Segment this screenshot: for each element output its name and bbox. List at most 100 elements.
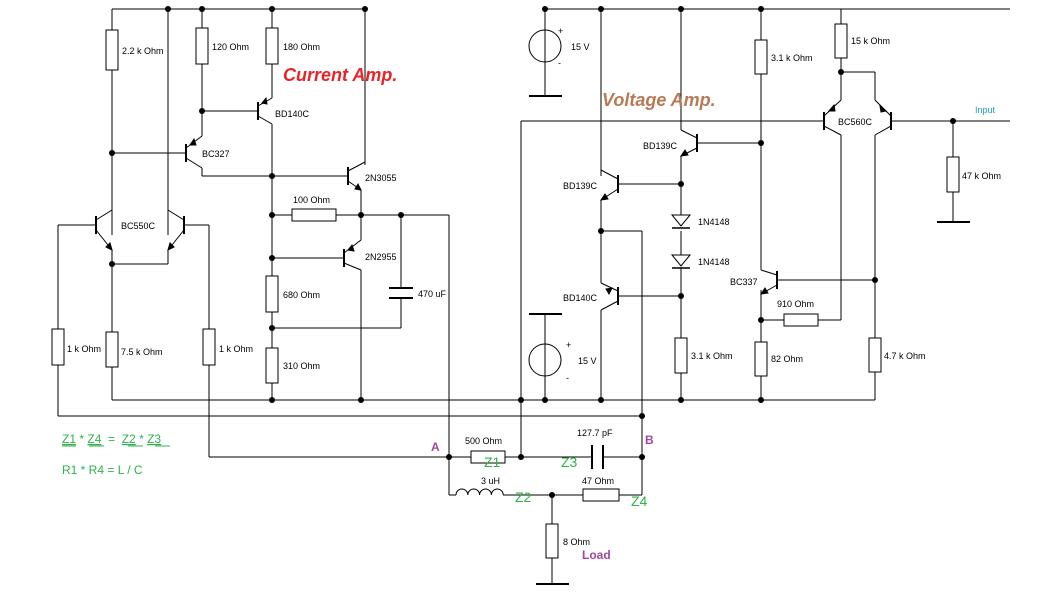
- resistor-680: [265, 275, 279, 313]
- ground-symbols: [529, 95, 970, 585]
- resistor-180: [265, 27, 279, 65]
- equation-rl: R1 * R4 = L / C: [62, 463, 143, 477]
- label-q-bc550c: BC550C: [121, 221, 156, 231]
- label-q-bd140c-lower: BD140C: [563, 293, 598, 303]
- voltage-source-bottom: [528, 343, 562, 377]
- resistor-2k2: [105, 29, 119, 71]
- resistor-100: [291, 208, 337, 222]
- label-src-15v-top: 15 V: [571, 42, 590, 52]
- label-r-15k: 15 k Ohm: [851, 36, 890, 46]
- transistors: [95, 96, 892, 311]
- junction-dots: [109, 6, 956, 498]
- heading-voltage-amp: Voltage Amp.: [602, 90, 716, 110]
- eq-z3: Z3: [147, 432, 161, 446]
- label-r-8: 8 Ohm: [563, 537, 590, 547]
- resistor-910: [783, 313, 819, 327]
- node-b-label: B: [645, 433, 654, 447]
- node-a-label: A: [431, 440, 440, 454]
- z2-label: Z2: [515, 489, 532, 505]
- resistor-8: [545, 523, 559, 559]
- resistor-3k1-mid: [674, 337, 688, 374]
- label-r-3k1-top: 3.1 k Ohm: [771, 53, 813, 63]
- label-r-1k-left: 1 k Ohm: [67, 344, 101, 354]
- load-label: Load: [582, 548, 611, 562]
- label-q-bc327: BC327: [202, 149, 230, 159]
- resistor-120: [195, 27, 209, 65]
- resistor-15k: [834, 23, 848, 59]
- label-q-bd140c-top: BD140C: [275, 109, 310, 119]
- transistor-bd139c-lower: [599, 169, 619, 201]
- equations: Z1 * Z4 = Z2 * Z3 R1 * R4 = L / C: [62, 432, 161, 477]
- eq-equals: =: [101, 432, 121, 446]
- wires: [57, 8, 1010, 584]
- component-labels: 2.2 k Ohm 120 Ohm 180 Ohm BD140C BC327 2…: [67, 26, 1001, 547]
- resistor-3k1-top: [754, 39, 768, 75]
- inductor-3uh: [455, 488, 504, 496]
- voltage-source-top: [528, 29, 562, 63]
- label-d-1n4148-a: 1N4148: [698, 217, 730, 227]
- label-src-bottom-minus: -: [566, 373, 569, 383]
- label-r-82: 82 Ohm: [771, 354, 803, 364]
- resistor-500: [470, 450, 506, 464]
- resistor-1k-right: [202, 328, 216, 366]
- transistor-2n2955: [343, 239, 362, 271]
- diode-1n4148-b: [670, 254, 692, 269]
- eq-mul-2: *: [136, 432, 147, 446]
- label-r-180: 180 Ohm: [283, 42, 320, 52]
- resistor-47k: [946, 156, 960, 193]
- resistor-82: [754, 341, 768, 377]
- label-r-120: 120 Ohm: [212, 42, 249, 52]
- label-r-310: 310 Ohm: [283, 361, 320, 371]
- capacitor-127p: [591, 445, 604, 469]
- transistor-bd140c-top: [257, 96, 273, 125]
- label-q-bd139c-upper: BD139C: [643, 141, 678, 151]
- label-r-1k-right: 1 k Ohm: [219, 344, 253, 354]
- resistor-1k-left: [51, 328, 65, 366]
- label-r-4k7: 4.7 k Ohm: [884, 351, 926, 361]
- label-q-bd139c-lower: BD139C: [563, 181, 598, 191]
- label-r-500: 500 Ohm: [465, 436, 502, 446]
- resistors: [51, 23, 960, 559]
- label-c-470u: 470 uF: [418, 289, 447, 299]
- transistor-bc550c-right: [167, 209, 185, 251]
- equation-impedance: Z1 * Z4 = Z2 * Z3: [62, 432, 161, 446]
- z4-label: Z4: [631, 493, 648, 509]
- resistor-4k7: [868, 337, 882, 373]
- colored-labels: Current Amp. Voltage Amp. A B Load Z1 Z2…: [283, 65, 716, 562]
- eq-z1: Z1: [62, 432, 76, 446]
- label-src-15v-bottom: 15 V: [578, 356, 597, 366]
- label-q-bc560c: BC560C: [838, 117, 873, 127]
- eq-mul-1: *: [76, 432, 87, 446]
- transistor-bd139c-upper: [679, 129, 698, 157]
- transistor-bc560c-left: [823, 99, 842, 136]
- label-q-2n3055: 2N3055: [365, 173, 397, 183]
- label-l-3u: 3 uH: [481, 476, 500, 486]
- transistor-bd140c-lower: [600, 282, 619, 311]
- transistor-bc560c-right: [874, 99, 892, 136]
- label-c-127p: 127.7 pF: [577, 428, 613, 438]
- label-r-47k: 47 k Ohm: [962, 171, 1001, 181]
- label-r-2k2: 2.2 k Ohm: [122, 46, 164, 56]
- diode-1n4148-a: [670, 214, 692, 229]
- transistor-bc337: [759, 269, 778, 295]
- label-r-3k1-mid: 3.1 k Ohm: [691, 351, 733, 361]
- label-q-2n2955: 2N2955: [365, 252, 397, 262]
- transistor-bc327: [185, 135, 203, 169]
- label-r-100: 100 Ohm: [293, 195, 330, 205]
- label-d-1n4148-b: 1N4148: [698, 257, 730, 267]
- label-r-47: 47 Ohm: [582, 476, 614, 486]
- label-r-7k5: 7.5 k Ohm: [121, 347, 163, 357]
- transistor-2n3055: [347, 161, 366, 191]
- z3-label: Z3: [561, 454, 578, 470]
- label-r-910: 910 Ohm: [777, 299, 814, 309]
- resistor-7k5: [105, 331, 119, 368]
- heading-current-amp: Current Amp.: [283, 65, 397, 85]
- transistor-bc550c-left: [95, 209, 113, 251]
- label-src-top-minus: -: [558, 58, 561, 68]
- capacitor-470u: [389, 287, 413, 299]
- resistor-310: [265, 347, 279, 384]
- eq-z4: Z4: [87, 432, 101, 446]
- label-src-top-plus: +: [558, 26, 563, 36]
- label-r-680: 680 Ohm: [283, 290, 320, 300]
